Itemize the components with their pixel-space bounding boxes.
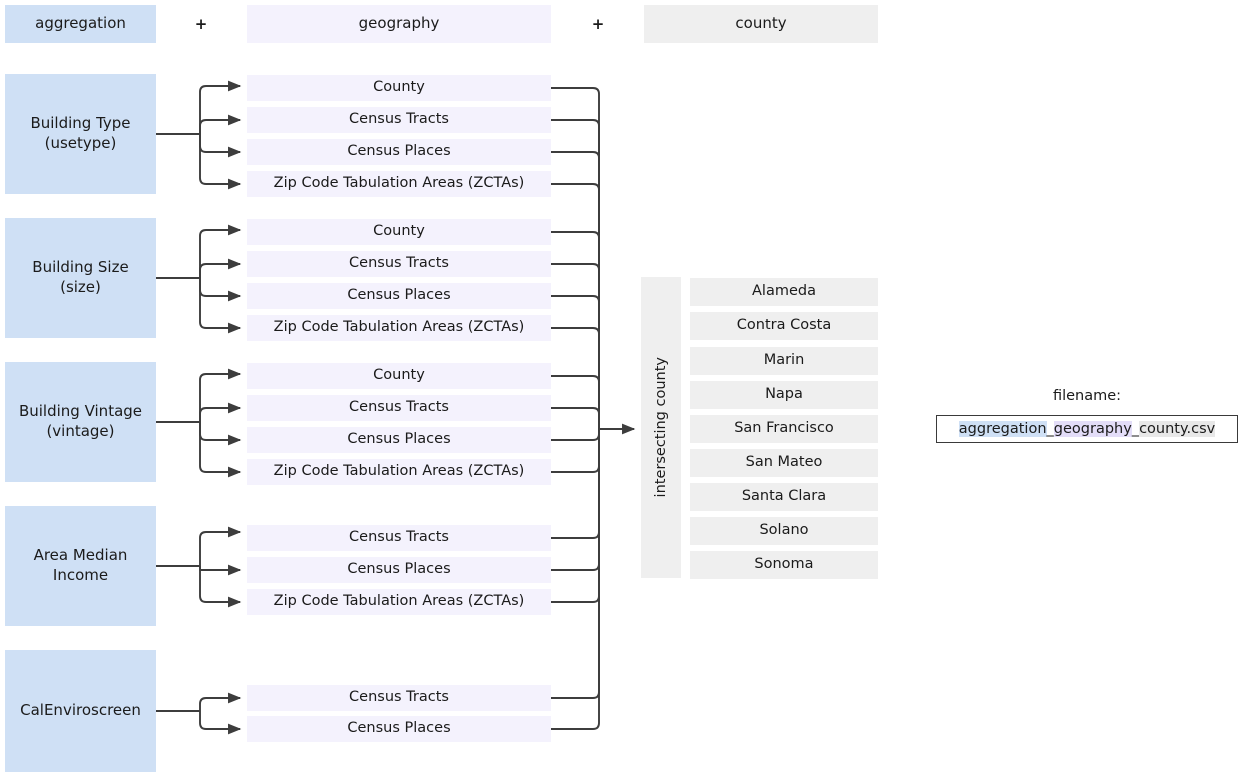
wire-branch-bv-county <box>199 368 242 422</box>
county-row: Solano <box>690 517 878 545</box>
header-label-county: county <box>735 14 787 33</box>
county-row: Marin <box>690 346 878 375</box>
wire-branch-ami-zctas <box>199 566 242 608</box>
filename-segment-aggregation: aggregation <box>958 421 1047 437</box>
geography-row: Census Places <box>247 283 551 309</box>
geography-row: County <box>247 75 551 101</box>
wire-collect-bv-county <box>551 375 600 429</box>
wire-collect-bs-county <box>551 231 600 429</box>
intersecting-county-label: intersecting county <box>653 357 669 498</box>
geography-row: Zip Code Tabulation Areas (ZCTAs) <box>247 589 551 615</box>
header-chip-geography: geography <box>247 5 551 43</box>
wire-branch-ces-places <box>199 711 242 735</box>
filename-separator-2: _ <box>1131 421 1140 437</box>
aggregation-code: (size) <box>60 278 101 296</box>
geography-row: County <box>247 219 551 245</box>
intersecting-county-band: intersecting county <box>641 277 681 578</box>
wire-collect-ami-zctas <box>551 429 600 603</box>
filename-label: filename: <box>1052 388 1122 404</box>
county-row: Alameda <box>690 278 878 306</box>
county-row: Contra Costa <box>690 312 878 340</box>
aggregation-block-calenviroscreen: CalEnviroscreen <box>5 650 156 772</box>
geography-row: Census Places <box>247 557 551 583</box>
aggregation-block-building-type: Building Type (usetype) <box>5 74 156 194</box>
geography-row: Census Places <box>247 139 551 165</box>
geography-row: Census Tracts <box>247 107 551 133</box>
county-row: Napa <box>690 381 878 409</box>
wire-collect-ami-places <box>551 429 600 571</box>
header-chip-aggregation: aggregation <box>5 5 156 43</box>
aggregation-name: Area Median Income <box>33 546 128 584</box>
aggregation-code: (usetype) <box>44 134 117 152</box>
geography-row: Zip Code Tabulation Areas (ZCTAs) <box>247 459 551 485</box>
geography-row: Census Tracts <box>247 251 551 277</box>
wire-collect-bv-tracts <box>551 407 600 429</box>
filename-box: aggregation_geography_county.csv <box>936 415 1238 443</box>
aggregation-name: Building Size <box>32 258 129 277</box>
geography-row: Census Places <box>247 427 551 453</box>
filename-segment-geography: geography <box>1053 421 1132 437</box>
wire-branch-bs-county <box>199 224 242 278</box>
aggregation-block-building-vintage: Building Vintage (vintage) <box>5 362 156 482</box>
filename-separator-1: _ <box>1046 421 1054 437</box>
wire-branch-bs-tracts <box>199 258 242 278</box>
header-label-aggregation: aggregation <box>35 14 126 33</box>
geography-row: Census Tracts <box>247 525 551 551</box>
county-row: San Francisco <box>690 415 878 443</box>
wire-branch-bv-places <box>199 422 242 446</box>
wire-branch-bv-zctas <box>199 422 242 478</box>
wire-branch-bs-places <box>199 278 242 302</box>
wire-branch-ami-places <box>199 564 242 576</box>
aggregation-name: Building Vintage <box>18 402 143 421</box>
wire-branch-bv-tracts <box>199 402 242 422</box>
wire-collect-ami-tracts <box>551 429 600 539</box>
wire-collect-ces-places <box>551 429 600 730</box>
geography-row: Census Tracts <box>247 395 551 421</box>
county-row: San Mateo <box>690 449 878 477</box>
wire-collect-bv-zctas <box>551 429 600 473</box>
geography-row: County <box>247 363 551 389</box>
county-row: Sonoma <box>690 551 878 579</box>
plus-separator-1: + <box>194 15 208 33</box>
wire-branch-ami-tracts <box>199 526 242 566</box>
county-row: Santa Clara <box>690 483 878 511</box>
wire-branch-bs-zctas <box>199 278 242 334</box>
wire-branch-bt-places <box>199 134 242 158</box>
wire-collect-bs-tracts <box>551 263 600 429</box>
wire-collect-ces-tracts <box>551 429 600 699</box>
wire-branch-bt-zctas <box>199 134 242 190</box>
aggregation-name: CalEnviroscreen <box>20 701 141 720</box>
aggregation-name: Building Type <box>30 114 131 133</box>
geography-row: Census Tracts <box>247 685 551 711</box>
header-label-geography: geography <box>358 14 440 33</box>
wire-collect-bt-places <box>551 151 600 429</box>
geography-row: Zip Code Tabulation Areas (ZCTAs) <box>247 315 551 341</box>
wire-branch-bt-tracts <box>199 114 242 134</box>
aggregation-block-area-median-income: Area Median Income <box>5 506 156 626</box>
wire-branch-ces-tracts <box>199 692 242 711</box>
geography-row: Census Places <box>247 716 551 742</box>
wire-collect-bv-places <box>551 429 600 441</box>
wire-branch-bt-county <box>199 80 242 134</box>
wire-collect-bt-tracts <box>551 119 600 429</box>
wire-collect-bs-places <box>551 295 600 429</box>
wire-collect-bt-county <box>551 87 600 429</box>
aggregation-block-building-size: Building Size (size) <box>5 218 156 338</box>
wire-collect-bt-zctas <box>551 183 600 429</box>
filename-segment-county: county.csv <box>1139 421 1216 437</box>
plus-separator-2: + <box>591 15 605 33</box>
aggregation-code: (vintage) <box>46 422 115 440</box>
geography-row: Zip Code Tabulation Areas (ZCTAs) <box>247 171 551 197</box>
header-chip-county: county <box>644 5 878 43</box>
wire-collect-bs-zctas <box>551 327 600 429</box>
